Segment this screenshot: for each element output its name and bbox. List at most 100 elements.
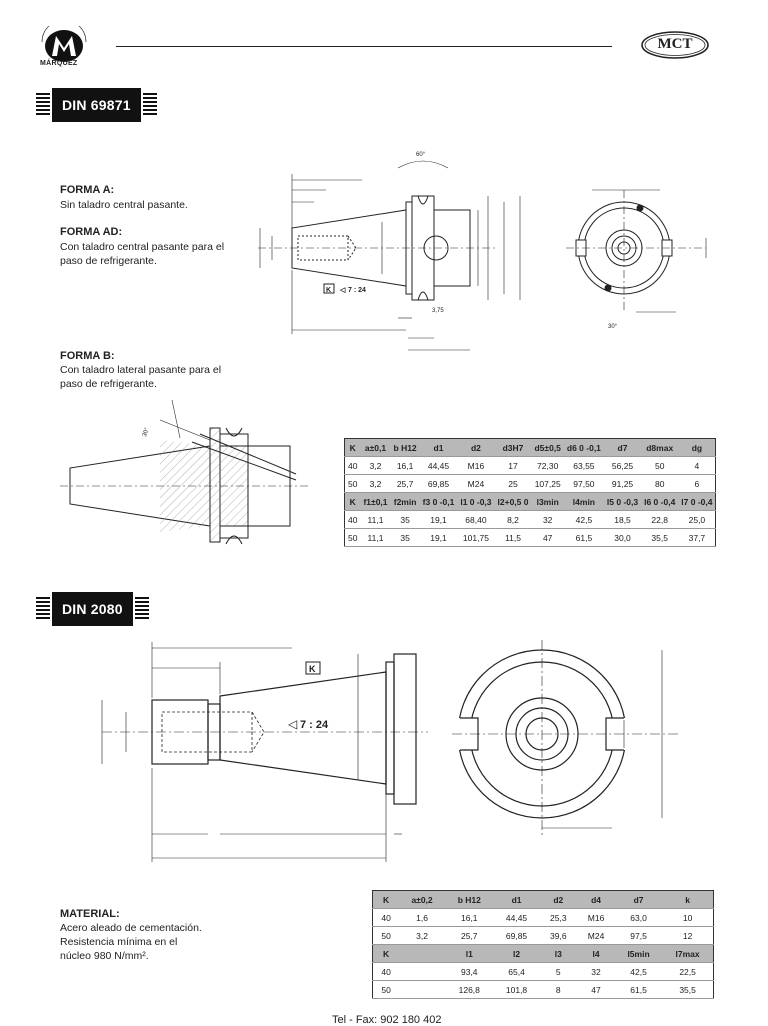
table-cell: 56,25 [603,456,642,475]
angle-b-label: 30° [142,427,151,438]
material-desc-3: núcleo 980 N/mm². [60,950,149,962]
table-cell: 61,5 [614,980,663,999]
table-header-cell: d7 [614,890,663,909]
table-cell: 72,30 [531,456,564,475]
table-cell: 17 [494,456,532,475]
table-cell: 11,1 [360,510,391,529]
table-cell: 63,55 [563,456,604,475]
header-rule [116,46,612,47]
table-cell: 47 [531,528,564,547]
table-cell: 69,85 [419,474,458,493]
table-cell: 3,2 [360,456,391,475]
table-cell [399,980,445,999]
table-cell: 35,5 [641,528,679,547]
table-header-cell: l7max [662,944,714,963]
dim-375: 3,75 [432,308,444,314]
table-cell: 6 [678,474,716,493]
section-title-din2080: DIN 2080 [36,592,149,626]
table-cell: 42,5 [563,510,604,529]
table-cell: 32 [531,510,564,529]
table-header-cell: d4 [577,890,615,909]
taper-label-2: 7 : 24 [300,719,329,731]
table-cell: 107,25 [531,474,564,493]
mct-logo: MCT [640,30,710,60]
table-cell: 25,3 [539,908,578,927]
table-header-cell: K [372,890,400,909]
table-cell [399,962,445,981]
table-header-cell: l2+0,5 0 [494,492,532,511]
table-header-cell: K [344,438,361,457]
table-cell: 50 [641,456,679,475]
table-cell: 35 [390,528,420,547]
forma-b-drawing: 30° [60,399,308,545]
table-header-cell: l4min [563,492,604,511]
table-cell: 68,40 [457,510,495,529]
table-cell: 4 [678,456,716,475]
k-label: K [326,287,331,294]
svg-text:◁: ◁ [339,287,346,294]
table-cell: 35,5 [662,980,714,999]
table-cell: 19,1 [419,528,458,547]
din69871-side-drawing: K ◁ 7 : 24 60° 3,75 [258,152,521,351]
section-title-text: DIN 2080 [52,592,133,626]
table-cell: 19,1 [419,510,458,529]
material-desc-1: Acero aleado de cementación. [60,922,202,934]
table-cell: 25,0 [678,510,716,529]
table-cell: 8 [539,980,578,999]
forma-b-desc-1: Con taladro lateral pasante para el [60,364,222,376]
forma-a-title: FORMA A: [60,184,115,196]
table-cell: M24 [577,926,615,945]
marquez-logo-icon [41,26,87,62]
taper-label: 7 : 24 [348,287,366,294]
table-cell: 10 [662,908,714,927]
table-cell: 5 [539,962,578,981]
table-cell: 97,5 [614,926,663,945]
table-header-cell: a±0,2 [399,890,445,909]
table-cell: 44,45 [493,908,540,927]
forma-b-title: FORMA B: [60,350,115,362]
table-header-cell: l7 0 -0,4 [678,492,716,511]
din69871-front-drawing: 30° [566,189,707,330]
angle-label: 60° [416,152,426,158]
table-cell: 40 [344,456,361,475]
table-cell: 32 [577,962,615,981]
table-cell: 69,85 [493,926,540,945]
footer-contact: Tel - Fax: 902 180 402 [332,1014,442,1026]
din2080-side-drawing: K ◁ 7 : 24 [101,642,428,862]
table-header-cell: d2 [457,438,495,457]
table-header-cell: l5 0 -0,3 [603,492,642,511]
table-header-cell: d2 [539,890,578,909]
din2080-front-drawing [452,640,678,836]
table-cell: 65,4 [493,962,540,981]
table-cell: M24 [457,474,495,493]
table-header-cell: l6 0 -0,4 [641,492,679,511]
table-cell: 30,0 [603,528,642,547]
table-cell: 50 [372,926,400,945]
mct-logo-text: MCT [657,36,693,52]
table-header-cell: l1 0 -0,3 [457,492,495,511]
table-cell: M16 [577,908,615,927]
table-header-cell: d1 [493,890,540,909]
table-header-cell: d5±0,5 [531,438,564,457]
table-cell: 11,5 [494,528,532,547]
table-cell: 1,6 [399,908,445,927]
table-cell: 3,2 [399,926,445,945]
table-cell: 3,2 [360,474,391,493]
table-cell: 42,5 [614,962,663,981]
table-cell: 25,7 [390,474,420,493]
logo-left-text: MÁRQUEZ [40,60,78,67]
table-header-cell: K [344,492,361,511]
table-header-cell: d1 [419,438,458,457]
table-cell: 11,1 [360,528,391,547]
